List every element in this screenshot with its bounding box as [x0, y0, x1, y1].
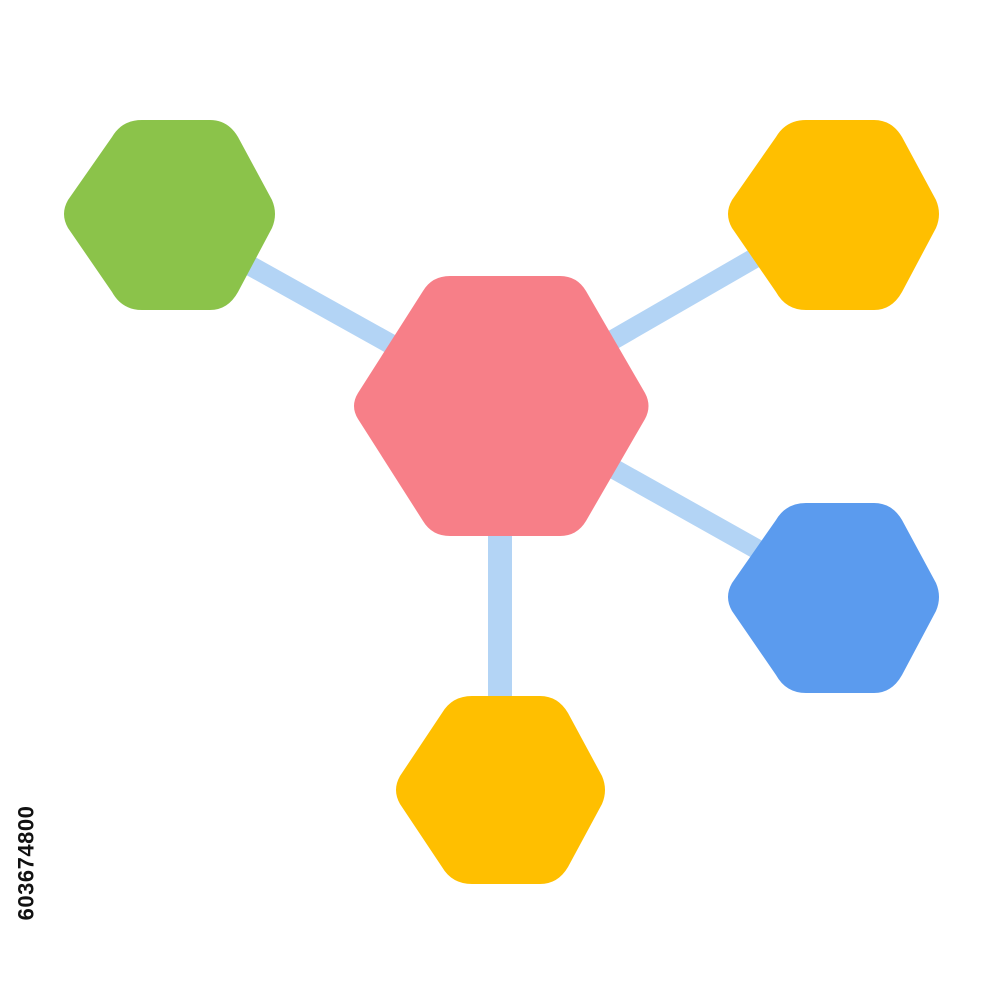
- node-group: [64, 120, 939, 884]
- bottom-hexagon-node: [396, 696, 605, 884]
- stock-id-watermark: 603674800: [6, 748, 46, 978]
- right-hexagon-node: [728, 503, 939, 693]
- stock-id-text: 603674800: [13, 805, 38, 921]
- center-hexagon-node: [354, 276, 649, 536]
- top-right-hexagon-node: [728, 120, 939, 310]
- top-left-hexagon-node: [64, 120, 275, 310]
